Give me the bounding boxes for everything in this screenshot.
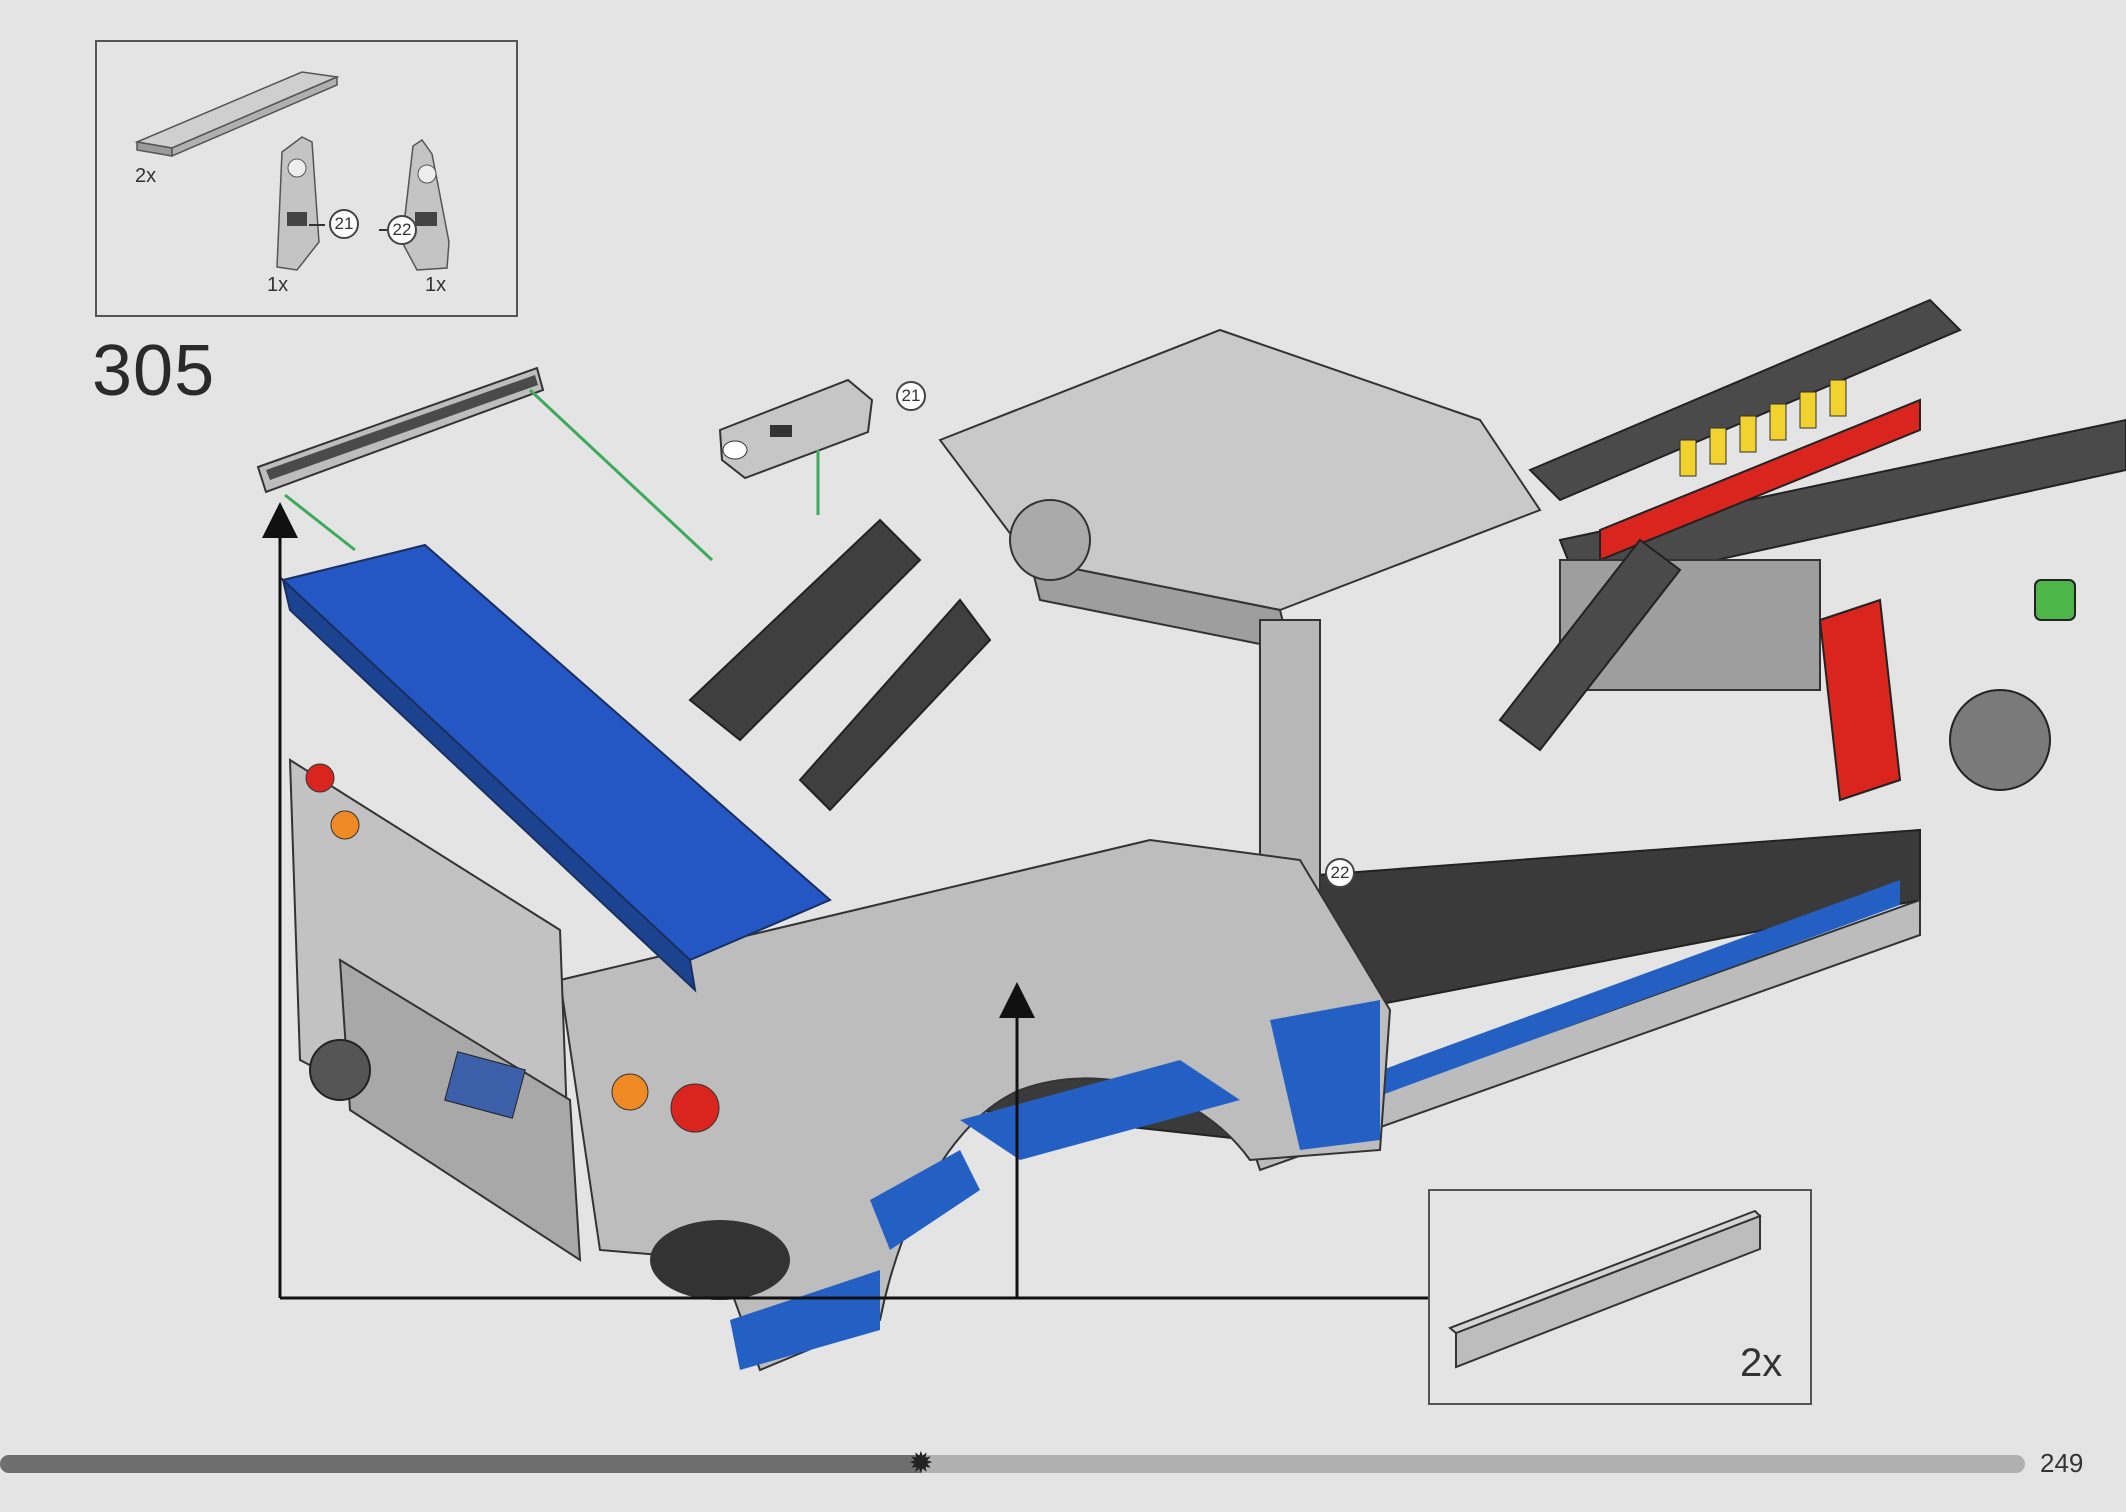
connector-21-image (276, 136, 325, 271)
plate-guide-arrow-left (284, 493, 356, 552)
plate-quantity: 2x (135, 165, 157, 187)
cabin-roof (938, 328, 1542, 652)
new-plate (256, 366, 545, 494)
model-callout-21: 21 (896, 381, 926, 411)
parts-illustrations (134, 71, 450, 271)
subassembly-quantity: 2x (1740, 1341, 1783, 1385)
page-number: 249 (2040, 1448, 2084, 1478)
new-connector-21 (718, 378, 874, 480)
plate-part-image (134, 71, 340, 158)
yellow-shock-pins (1679, 379, 1847, 477)
part-callout-21: 21 (329, 209, 359, 239)
model-illustration (256, 298, 2126, 1372)
connector-22-quantity: 1x (425, 274, 447, 296)
gear-icon: ✹ (908, 1447, 934, 1480)
plate-guide-arrow-right (528, 388, 714, 562)
parts-list-box: 2x 21 1x 22 1x (95, 40, 518, 317)
spoiler (280, 543, 832, 993)
engine-frame (1528, 298, 2126, 802)
step-number: 305 (92, 331, 216, 411)
model-callout-22: 22 (1325, 858, 1355, 888)
subassembly-plate-image (1448, 1209, 1762, 1369)
progress-bar-fill (0, 1455, 921, 1473)
subassembly-box: 2x (1428, 1189, 1812, 1405)
rear-end (288, 758, 790, 1300)
connector-21-quantity: 1x (267, 274, 289, 296)
part-callout-22: 22 (387, 215, 417, 245)
a-frame-beams (688, 518, 1682, 891)
